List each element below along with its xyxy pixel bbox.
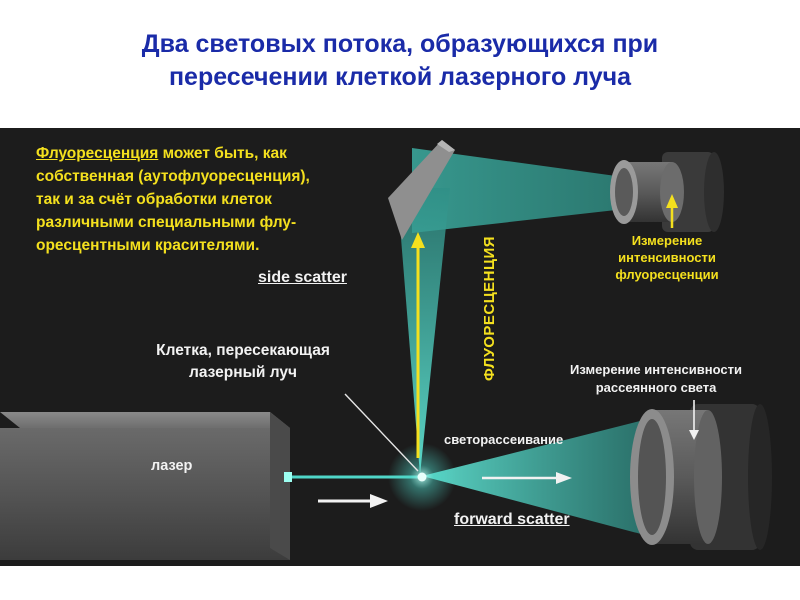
fluorescence-cone [397, 188, 450, 475]
fluorescence-vertical-label: ФЛУОРЕСЦЕНЦИЯ [463, 223, 498, 383]
cell-caption: Клетка, пересекающая лазерный луч [120, 340, 366, 384]
white-right-arrow-laser [318, 494, 388, 508]
white-pointer-line [344, 393, 419, 472]
laser-label: лазер [151, 458, 193, 474]
scatter-measurement-line1: Измерение интенсивности [570, 362, 742, 377]
yellow-up-arrow [411, 232, 425, 458]
fluorescence-term: Флуоресценция [36, 145, 159, 162]
white-right-arrow-scatter [482, 472, 572, 484]
slide-title: Два световых потока, образующихся при пе… [0, 28, 800, 94]
title-line-1: Два световых потока, образующихся при [141, 30, 659, 58]
fluorescence-line2: собственная (аутофлуоресценция), [36, 168, 310, 185]
fluorescence-measurement-line2: интенсивности [618, 250, 716, 265]
scatter-measurement-label: Измерение интенсивности рассеянного свет… [548, 361, 764, 397]
fluorescence-line4: различными специальными флу- [36, 214, 297, 231]
side-scatter-label: side scatter [258, 269, 347, 286]
light-scattering-label: светорассеивание [444, 432, 564, 447]
yellow-up-arrow-detector [666, 194, 678, 228]
flow-cytometry-diagram: Флуоресценция может быть, как собственна… [0, 128, 800, 566]
fluorescence-beam-horizontal [412, 148, 616, 233]
fluorescence-detector [610, 152, 724, 232]
fluorescence-line5: оресцентными красителями. [36, 237, 260, 254]
forward-scatter-label: forward scatter [454, 511, 570, 528]
title-line-2: пересечении клеткой лазерного луча [168, 63, 632, 91]
cell-caption-line1: Клетка, пересекающая [156, 342, 330, 359]
fluorescence-measurement-line1: Измерение [631, 233, 703, 248]
fluorescence-line1-rest: может быть, как [158, 145, 287, 162]
scatter-measurement-line2: рассеянного света [595, 380, 717, 395]
fluorescence-paragraph: Флуоресценция может быть, как собственна… [36, 142, 310, 257]
scatter-detector [630, 404, 772, 550]
diagram-graphics [0, 140, 772, 560]
mirror [388, 140, 455, 240]
white-down-arrow [689, 400, 699, 440]
cell [417, 472, 427, 482]
fluorescence-measurement-line3: флуоресценции [615, 267, 719, 282]
fluorescence-measurement-label: Измерение интенсивности флуоресценции [598, 232, 736, 283]
cell-caption-line2: лазерный луч [189, 364, 297, 381]
fluorescence-vertical-text: ФЛУОРЕСЦЕНЦИЯ [481, 235, 498, 381]
laser-device [0, 412, 292, 560]
fluorescence-line3: так и за счёт обработки клеток [36, 191, 272, 208]
